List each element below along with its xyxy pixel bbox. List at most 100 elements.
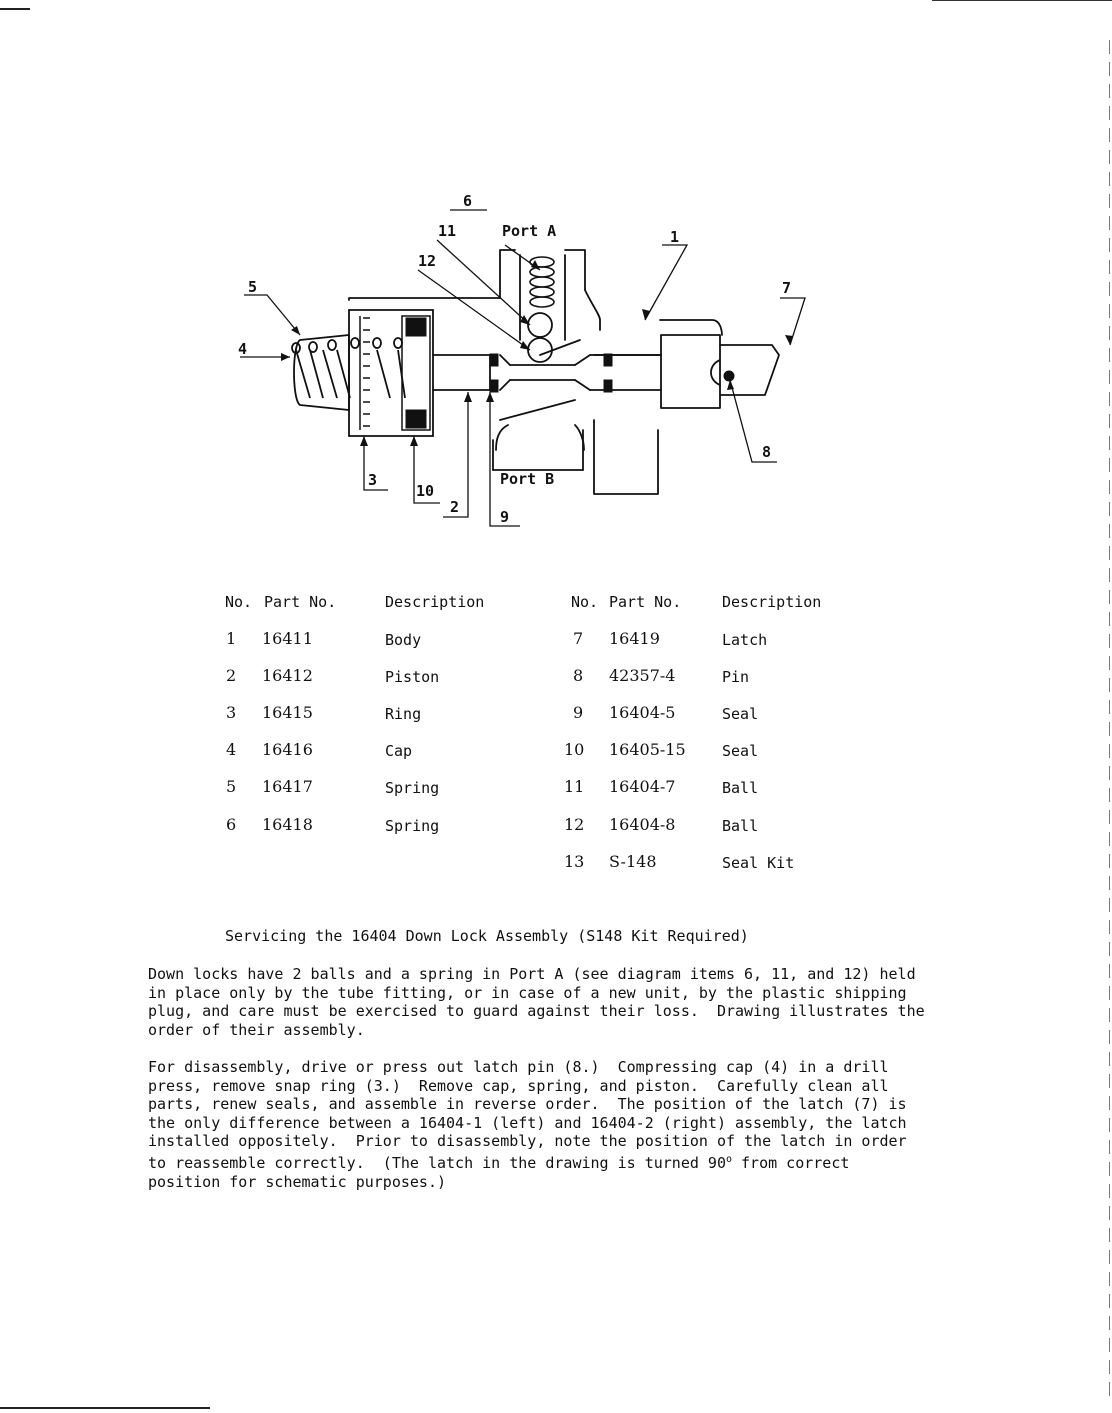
arrow-9 [486,392,494,402]
row-desc: Spring [385,779,440,797]
latch-nut [660,334,721,409]
row-desc: Cap [385,742,413,760]
paragraph-line: Down locks have 2 balls and a spring in … [148,965,916,983]
header-desc-right: Description [722,593,822,611]
leader-12 [417,269,531,351]
seal-rod-b-top [603,353,613,367]
body-port-b-curve-right [574,424,585,451]
cap-outline [293,334,350,411]
cap-spring [291,337,406,399]
arrow-port-a [531,260,540,270]
paragraph-line-part: to reassemble correctly. (The latch in t… [148,1153,726,1172]
callout-5: 5 [248,278,257,296]
seal-rod-a-top [489,353,499,367]
seal-bottom-left [405,409,427,429]
callout-11: 11 [438,222,456,240]
paragraph-line: order of their assembly. [148,1020,365,1039]
row-part: 16404-7 [609,777,676,796]
row-part: S-148 [609,852,657,871]
row-part: 16418 [262,815,313,834]
row-desc: Ball [722,779,759,797]
row-no: 13 [564,852,585,871]
row-no: 2 [226,666,237,685]
latch-arm [719,344,780,396]
leader-1 [644,244,689,321]
callout-8: 8 [762,443,771,461]
ball-11 [527,312,553,338]
header-part-left: Part No. [264,593,337,611]
service-paragraph-1: Down locks have 2 balls and a spring in … [148,965,968,1039]
row-desc: Spring [385,817,440,835]
service-paragraph-2: For disassembly, drive or press out latc… [148,1058,968,1191]
callout-3: 3 [368,471,377,489]
paragraph-line-part: from correct [741,1153,850,1172]
leader-11 [436,239,531,326]
arrow-8 [727,380,734,390]
row-part: 16405-15 [609,740,686,759]
row-part: 16416 [262,740,313,759]
body-diagonal-top [539,339,581,356]
body-outline [348,297,501,301]
inner-taper-4 [574,379,591,391]
callout-10: 10 [416,482,434,500]
row-part: 16411 [262,629,313,648]
row-no: 9 [573,703,584,722]
inner-taper-2 [499,379,511,391]
row-desc: Ball [722,817,759,835]
leader-10 [413,436,440,504]
arrow-5 [291,326,300,335]
paragraph-line: installed oppositely. Prior to disassemb… [148,1132,907,1151]
paragraph-line: in place only by the tube fitting, or in… [148,983,907,1002]
row-no: 12 [564,815,585,834]
paragraph-line: plug, and care must be exercised to guar… [148,1002,925,1021]
header-part-right: Part No. [609,593,682,611]
row-no: 10 [564,740,585,759]
paragraph-line: For disassembly, drive or press out latc… [148,1058,889,1076]
row-no: 1 [226,629,237,648]
row-no: 5 [226,777,237,796]
paragraph-line: the only difference between a 16404-1 (l… [148,1113,907,1132]
callout-1: 1 [670,228,679,246]
leader-5 [244,294,301,336]
leader-3 [363,436,388,491]
row-part: 16417 [262,777,313,796]
callout-9: 9 [500,508,509,526]
row-part: 16415 [262,703,313,722]
row-part: 16412 [262,666,313,685]
arrow-7 [785,335,793,345]
latch-notch [710,359,721,386]
row-part: 16419 [609,629,660,648]
latch-top [659,319,723,336]
leader-9 [489,392,520,527]
callout-2: 2 [450,498,459,516]
arrow-2 [464,392,472,402]
callout-12: 12 [418,252,436,270]
row-no: 3 [226,703,237,722]
seal-top-left [405,317,427,337]
body-diagonal-bottom [499,399,576,421]
header-no-left: No. [225,593,253,611]
body-port-b-curve-left [495,424,509,451]
seal-rod-a-bottom [489,379,499,393]
row-no: 11 [564,777,585,796]
row-desc: Latch [722,631,768,649]
row-no: 7 [573,629,584,648]
ball-12 [527,337,553,363]
header-no-right: No. [571,593,599,611]
body-port-a-left [499,249,516,299]
parts-table: No. Part No. Description No. Part No. De… [0,590,1112,880]
scan-edge-right [1109,40,1110,1400]
row-part: 16404-8 [609,815,676,834]
scan-edge-top-right [932,0,1112,1]
arrow-4 [281,353,290,361]
port-a-spring [529,256,555,308]
leader-8 [729,379,777,463]
paragraph-line-with-degree: to reassemble correctly. (The latch in t… [148,1151,968,1173]
snap-ring-hatch [363,317,370,427]
arrow-1 [642,309,650,320]
seal-rod-b-bottom [603,379,613,393]
leader-2 [443,392,469,518]
row-part: 16404-5 [609,703,676,722]
row-part: 42357-4 [609,666,676,685]
port-b-label: Port B [500,470,554,488]
